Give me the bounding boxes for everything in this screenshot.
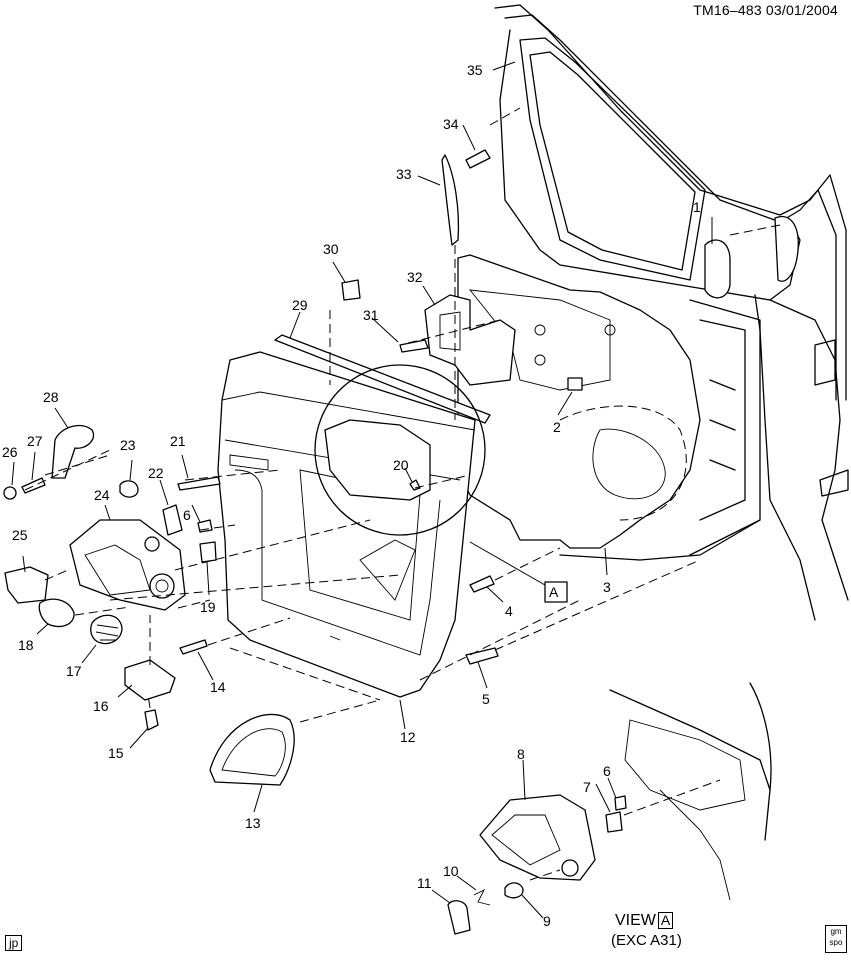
callout-3: 3	[603, 579, 611, 595]
callout-17: 17	[66, 663, 82, 679]
callout-31: 31	[363, 307, 379, 323]
detail-handle-bezel	[324, 419, 431, 501]
callout-7: 7	[583, 779, 591, 795]
gm-spo-logo: gm spo	[825, 925, 847, 953]
callout-4: 4	[505, 603, 513, 619]
callout-30: 30	[323, 241, 339, 257]
callout-26: 26	[2, 444, 18, 460]
view-a-marker-box	[544, 581, 568, 603]
gm-spo-logo-text: gm spo	[829, 927, 843, 947]
callout-6-view-a: 6	[603, 763, 611, 779]
switch-bezel-assembly	[4, 480, 186, 611]
callout-34: 34	[443, 116, 459, 132]
view-label-letter: A	[657, 912, 674, 929]
callout-16: 16	[93, 698, 109, 714]
callout-11: 11	[417, 875, 432, 891]
view-a-marker-letter: A	[549, 584, 559, 600]
callout-29: 29	[292, 297, 308, 313]
callout-18: 18	[18, 637, 34, 653]
callout-33: 33	[396, 166, 412, 182]
callout-numbers: 1 2 3 4 5 6 7 8 9 10 11 12 13 14 15 16 1…	[2, 62, 701, 929]
callout-19: 19	[200, 599, 216, 615]
window-guide	[704, 215, 799, 299]
callout-9: 9	[543, 913, 551, 929]
door-frame-opening	[494, 4, 849, 621]
callout-14: 14	[210, 679, 226, 695]
callout-22: 22	[148, 465, 164, 481]
small-parts	[3, 149, 499, 731]
view-label-prefix: VIEW	[615, 912, 656, 929]
drawing-reference-code: TM16–483 03/01/2004	[693, 2, 838, 18]
detail-magnifier-circle	[314, 364, 486, 536]
callout-24: 24	[94, 487, 110, 503]
callout-20: 20	[393, 457, 409, 473]
view-a-exception-note: (EXC A31)	[611, 932, 682, 949]
callout-13: 13	[245, 815, 261, 831]
callout-21: 21	[170, 433, 186, 449]
callout-5: 5	[482, 691, 490, 707]
callout-8: 8	[517, 746, 525, 762]
callout-1: 1	[693, 199, 701, 215]
corner-tag: jp	[5, 935, 23, 951]
callout-15: 15	[108, 745, 124, 761]
speaker-grille	[209, 713, 295, 786]
assembly-lines	[24, 107, 781, 881]
leader-lines	[11, 61, 617, 919]
callout-28: 28	[43, 389, 59, 405]
callout-27: 27	[27, 433, 43, 449]
inner-door-module	[457, 254, 701, 549]
callout-2: 2	[553, 419, 561, 435]
door-bracket	[424, 294, 516, 386]
belt-sealing-strip	[274, 334, 491, 424]
callout-6: 6	[183, 507, 191, 523]
callout-25: 25	[12, 527, 28, 543]
callout-10: 10	[443, 863, 459, 879]
callout-35: 35	[467, 62, 483, 78]
callout-23: 23	[120, 437, 136, 453]
callout-12: 12	[400, 729, 416, 745]
view-a-inset	[447, 682, 772, 935]
callout-32: 32	[407, 269, 423, 285]
